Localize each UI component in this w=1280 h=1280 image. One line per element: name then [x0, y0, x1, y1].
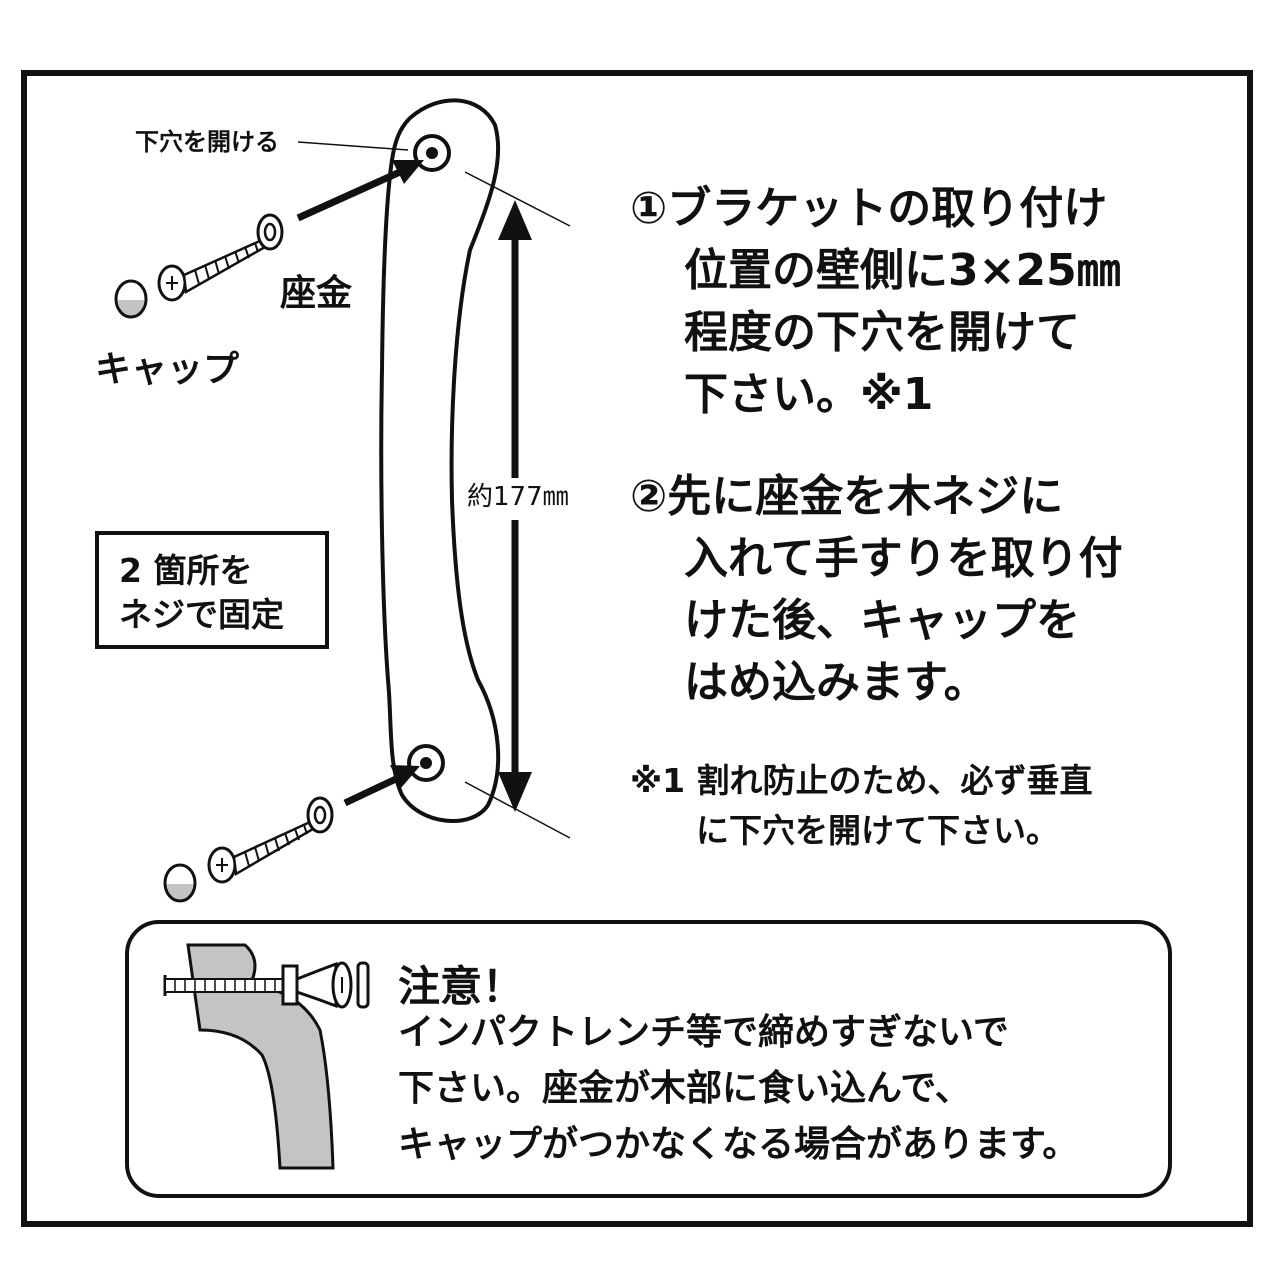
- dimension-label: 約177㎜: [467, 482, 569, 512]
- pilot-hole-label: 下穴を開ける: [135, 128, 279, 156]
- caution-line: キャップがつかなくなる場合があります。: [398, 1124, 1079, 1165]
- diagram-frame: [21, 70, 1253, 1227]
- note-1-text: ※1 割れ防止のため、必ず垂直 に下穴を開けて下さい。: [630, 756, 1093, 856]
- step-2-line: はめ込みます。: [684, 657, 988, 708]
- step-2-line: けた後、キャップを: [684, 595, 1080, 646]
- step-1-line: 位置の壁側に3×25㎜: [684, 245, 1121, 296]
- step-2-line: ②先に座金を木ネジに: [630, 471, 1064, 522]
- step-1-line: 下さい。※1: [684, 369, 934, 420]
- handrail-outline: [379, 98, 501, 823]
- note-1-line: に下穴を開けて下さい。: [696, 811, 1059, 850]
- caution-line: インパクトレンチ等で締めすぎないで: [398, 1012, 1009, 1053]
- washer-label: 座金: [280, 273, 353, 314]
- caution-line: 下さい。座金が木部に食い込んで、: [398, 1068, 971, 1109]
- top-screw-set: [114, 213, 284, 319]
- note-1-line: ※1 割れ防止のため、必ず垂直: [630, 761, 1093, 800]
- step-1-line: 程度の下穴を開けて: [684, 307, 1080, 358]
- step-1-text: ①ブラケットの取り付け 位置の壁側に3×25㎜ 程度の下穴を開けて 下さい。※1: [630, 178, 1121, 426]
- fixing-note-line: 2 箇所を: [119, 551, 253, 590]
- bottom-screw-set: [163, 796, 334, 903]
- caution-detail-illustration: [163, 943, 370, 1170]
- step-2-line: 入れて手すりを取り付: [684, 533, 1123, 584]
- caution-body: インパクトレンチ等で締めすぎないで 下さい。座金が木部に食い込んで、 キャップが…: [398, 1005, 1078, 1173]
- caution-title: 注意！: [398, 962, 525, 1011]
- fixing-note-line: ネジで固定: [119, 595, 284, 634]
- cap-label: キャップ: [95, 349, 240, 390]
- step-2-text: ②先に座金を木ネジに 入れて手すりを取り付 けた後、キャップを はめ込みます。: [630, 466, 1123, 714]
- fixing-note-box: 2 箇所を ネジで固定: [95, 531, 329, 649]
- caution-box: [125, 920, 1172, 1198]
- step-1-line: ①ブラケットの取り付け: [630, 183, 1108, 234]
